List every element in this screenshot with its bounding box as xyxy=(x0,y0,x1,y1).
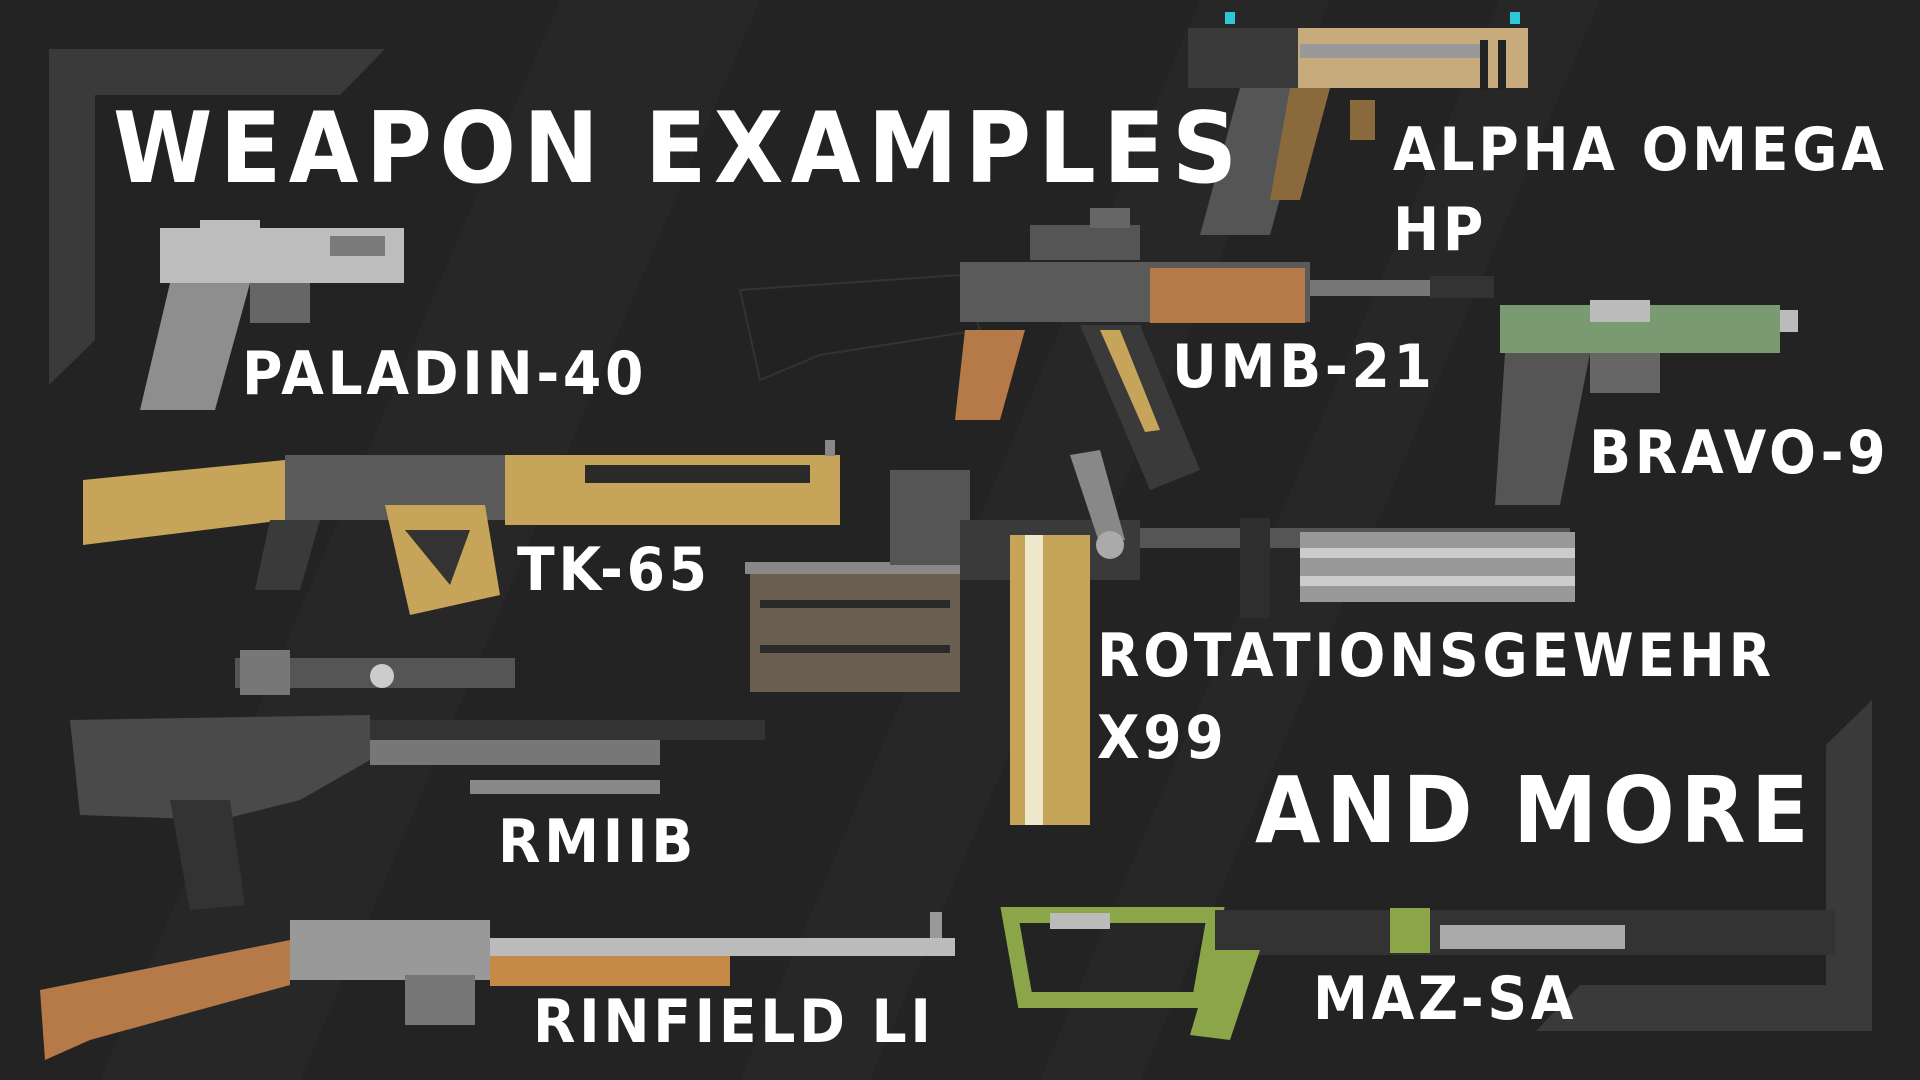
corner-bracket-bottom-right xyxy=(1536,700,1872,1031)
weapon-label-tk-65: TK-65 xyxy=(517,535,711,605)
page-title: WEAPON EXAMPLES xyxy=(113,92,1245,206)
maz-sa-shotgun xyxy=(1000,907,1835,1040)
rinfield-li-rifle xyxy=(40,912,955,1060)
weapon-label-alpha-omega: ALPHA OMEGA xyxy=(1393,115,1888,185)
tk-65-rifle xyxy=(83,440,840,615)
weapon-label-umb-21: UMB-21 xyxy=(1172,332,1436,402)
paladin-40-pistol xyxy=(140,220,404,410)
weapon-label-alpha-omega-line2: HP xyxy=(1393,195,1488,265)
weapon-label-x99: X99 xyxy=(1097,703,1228,773)
weapon-label-rmiib: RMIIB xyxy=(498,807,697,877)
weapon-label-paladin-40: PALADIN-40 xyxy=(242,339,648,409)
and-more-heading: AND MORE xyxy=(1255,757,1815,864)
umb-21-rifle xyxy=(738,208,1494,490)
weapon-label-bravo-9: BRAVO-9 xyxy=(1589,418,1890,488)
weapon-label-rotationsgewehr: ROTATIONSGEWEHR xyxy=(1097,621,1775,691)
weapon-label-rinfield-li: RINFIELD LI xyxy=(533,987,935,1057)
corner-bracket-top-left xyxy=(49,49,385,385)
weapon-label-maz-sa: MAZ-SA xyxy=(1313,964,1578,1034)
alpha-omega-hp-pistol xyxy=(1188,12,1528,235)
bravo-9-pistol xyxy=(1495,300,1798,505)
rotationsgewehr-x99-minigun xyxy=(745,450,1575,825)
rmiib-sniper-rifle xyxy=(70,650,765,910)
